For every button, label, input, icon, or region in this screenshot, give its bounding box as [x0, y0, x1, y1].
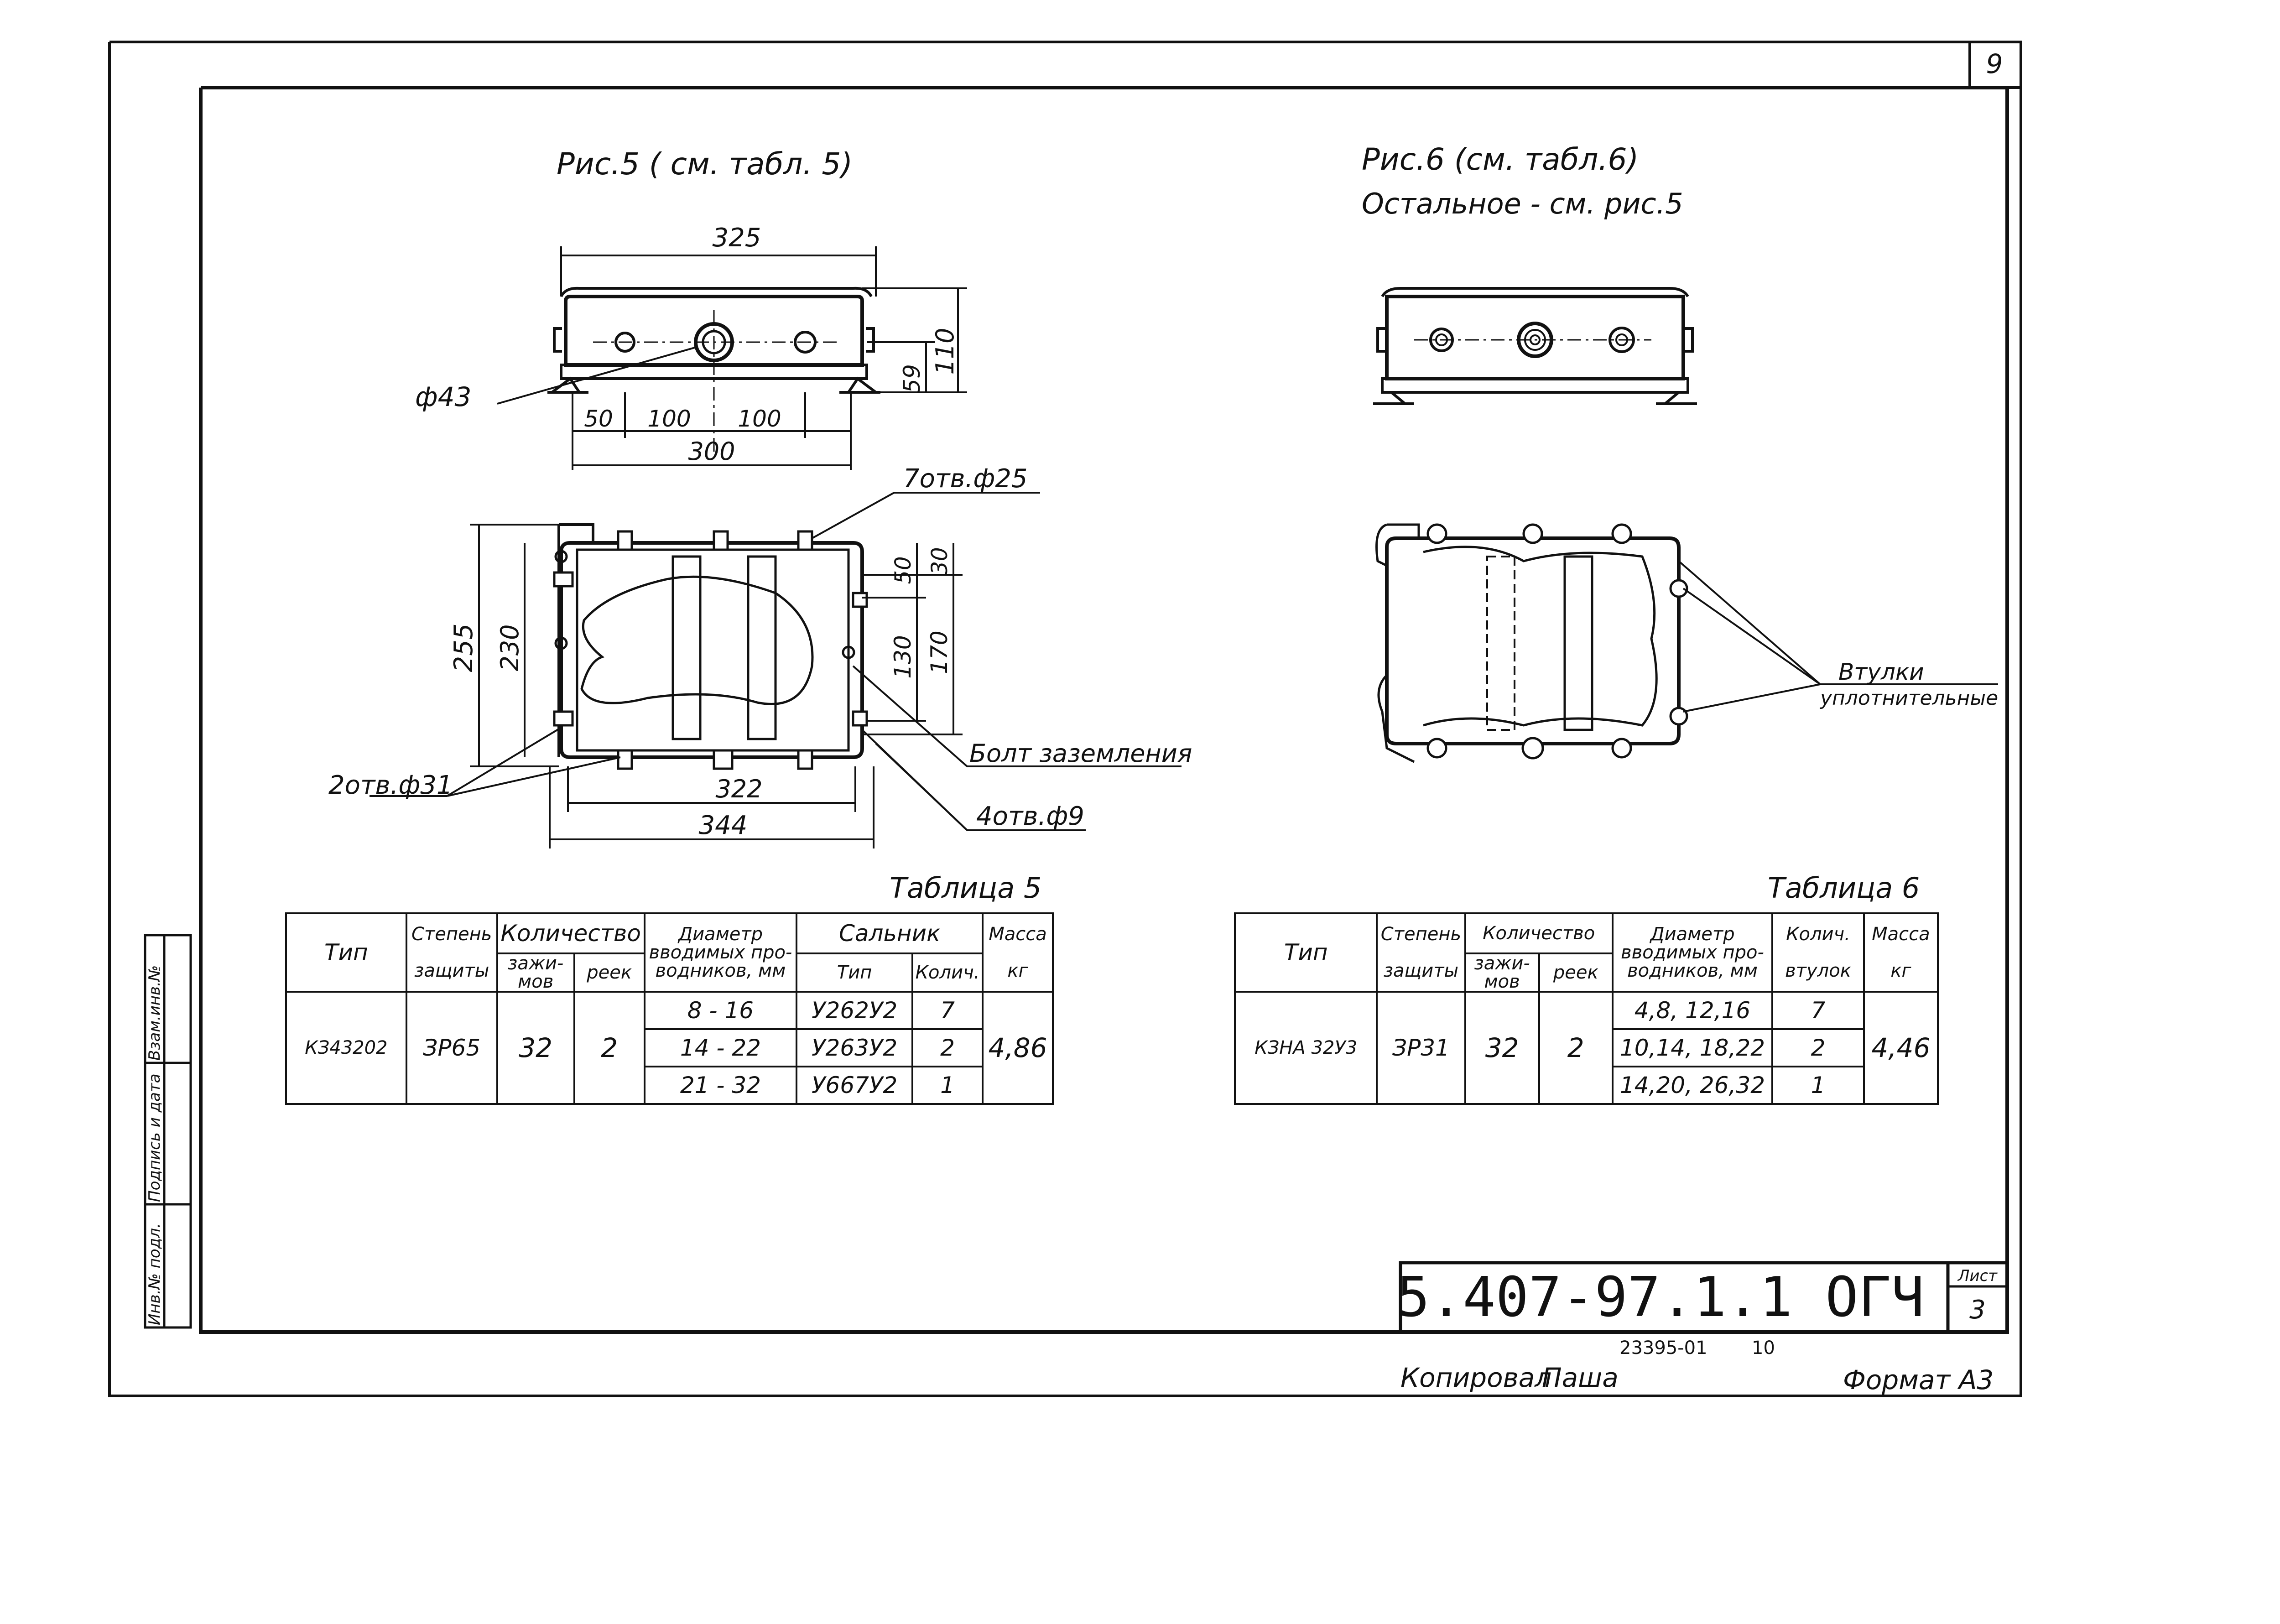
copied-sign: Паша: [1542, 1362, 1619, 1393]
dim-230: 230: [495, 624, 524, 671]
t6-mass: 4,46: [1863, 991, 1939, 1105]
t6-qty-1: 7: [1771, 991, 1865, 1030]
table6-caption: Таблица 6: [1768, 871, 1920, 905]
t5-h-type: Тип: [285, 912, 407, 993]
t6-h-bushings: Колич.втулок: [1771, 912, 1865, 993]
t5-type: КЗ43202: [285, 991, 407, 1105]
archive-number: 23395-01: [1619, 1338, 1707, 1359]
t6-rails: 2: [1538, 991, 1614, 1105]
t5-h-clamps: зажи-мов: [496, 953, 575, 993]
t5-qty-2: 2: [911, 1028, 984, 1067]
t6-diam-3: 14,20, 26,32: [1611, 1066, 1774, 1105]
t5-diam-3: 21 - 32: [643, 1066, 798, 1105]
t6-qty-2: 2: [1771, 1028, 1865, 1067]
dim-50: 50: [584, 406, 613, 432]
dim-130: 130: [890, 635, 916, 678]
dim-322: 322: [715, 775, 762, 803]
t5-rails: 2: [573, 991, 645, 1105]
dim-50-plan: 50: [890, 556, 916, 584]
side-stamp-inv: Инв.№ подл.: [146, 1223, 164, 1325]
callout-phi43: ф43: [415, 381, 471, 412]
t5-h-qty: Количество: [496, 912, 645, 954]
fig6-callout: Втулки уплотнительные: [1678, 560, 1998, 713]
dim-170: 170: [926, 630, 953, 674]
fig6-subtitle: Остальное - см. рис.5: [1362, 187, 1683, 220]
doc-code: 5.407-97.1.1 ОГЧ: [1397, 1266, 1924, 1329]
dim-300: 300: [688, 437, 735, 466]
t6-degree: ЗР31: [1376, 991, 1466, 1105]
format-label: Формат А3: [1843, 1364, 1994, 1395]
list-label: Лист: [1957, 1267, 1998, 1285]
side-stamp: Инв.№ подл. Подпись и дата Взам.инв.№: [144, 934, 192, 1329]
sheet-number-box: [1968, 41, 2022, 89]
t5-qty-3: 1: [911, 1066, 984, 1105]
archive-page: 10: [1752, 1338, 1775, 1359]
dim-325: 325: [713, 223, 761, 253]
t5-h-gland-type: Тип: [796, 953, 914, 993]
callout-bushings-1: Втулки: [1838, 659, 1924, 685]
t6-h-rails: реек: [1538, 953, 1614, 993]
dim-30: 30: [927, 547, 953, 575]
fig6-title: Рис.6 (см. табл.6): [1362, 142, 1639, 177]
fig5-plan-dims: 255 230 50 30 130 170 322 344 7отв.ф25 2…: [328, 464, 1192, 848]
t5-clamps: 32: [496, 991, 575, 1105]
t6-diam-1: 4,8, 12,16: [1611, 991, 1774, 1030]
callout-7-holes: 7отв.ф25: [903, 464, 1027, 494]
t6-type: КЗНА 32У3: [1234, 991, 1378, 1105]
t5-gland-2: У263У2: [796, 1028, 914, 1067]
t6-h-type: Тип: [1234, 912, 1378, 993]
fig5-plan-view: [553, 523, 868, 770]
t5-degree: ЗР65: [405, 991, 498, 1105]
t6-h-clamps: зажи-мов: [1464, 953, 1540, 993]
t5-qty-1: 7: [911, 991, 984, 1030]
t5-h-gland: Сальник: [796, 912, 984, 954]
fig6-front-view: [1373, 287, 1697, 405]
callout-bushings-2: уплотнительные: [1819, 687, 1998, 710]
outer-frame: [108, 41, 2022, 1397]
fig5-title: Рис.5 ( см. табл. 5): [557, 146, 853, 182]
t5-h-rails: реек: [573, 953, 645, 993]
t5-gland-1: У262У2: [796, 991, 914, 1030]
dim-100b: 100: [738, 406, 781, 432]
copied-label: Копировал: [1400, 1362, 1551, 1393]
callout-ground-bolt: Болт заземления: [969, 739, 1192, 768]
list-number: 3: [1969, 1295, 1986, 1325]
t6-clamps: 32: [1464, 991, 1540, 1105]
t6-qty-3: 1: [1771, 1066, 1865, 1105]
t5-diam-1: 8 - 16: [643, 991, 798, 1030]
dim-344: 344: [699, 811, 748, 840]
table5-caption: Таблица 5: [890, 871, 1042, 905]
inner-frame: [199, 86, 2009, 1334]
t5-mass: 4,86: [982, 991, 1054, 1105]
sheet-number-top: 9: [1986, 48, 2003, 79]
t5-h-gland-qty: Колич.: [911, 953, 984, 993]
side-stamp-sign: Подпись и дата: [146, 1073, 164, 1202]
t6-diam-2: 10,14, 18,22: [1611, 1028, 1774, 1067]
t6-h-qty: Количество: [1464, 912, 1614, 954]
dim-110: 110: [931, 328, 959, 375]
title-block: 5.407-97.1.1 ОГЧ Лист 3: [1397, 1261, 2009, 1334]
t5-gland-3: У667У2: [796, 1066, 914, 1105]
dim-100a: 100: [647, 406, 691, 432]
dim-255: 255: [449, 624, 479, 672]
callout-2-holes: 2отв.ф31: [328, 770, 453, 800]
callout-4-holes: 4отв.ф9: [976, 802, 1084, 831]
dim-59: 59: [899, 364, 925, 393]
fig5-front-dims: 325 110 59 50 100 100 300 ф43: [415, 223, 967, 470]
side-stamp-replace: Взам.инв.№: [146, 965, 164, 1061]
fig6-plan-view: [1375, 523, 1688, 763]
t5-diam-2: 14 - 22: [643, 1028, 798, 1067]
